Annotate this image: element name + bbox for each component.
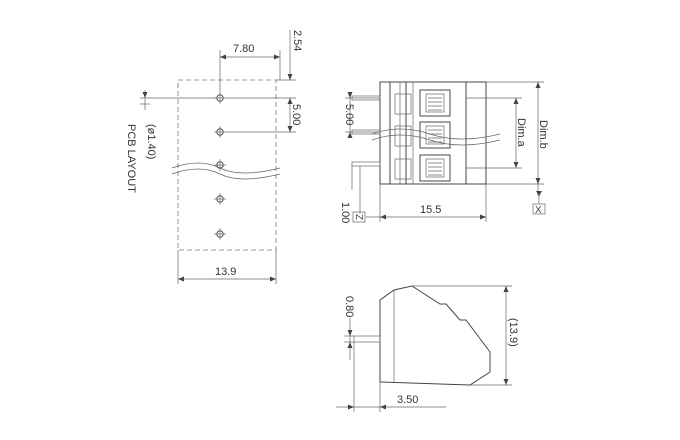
front-break-line xyxy=(371,128,501,140)
terminal-body xyxy=(379,81,487,185)
pcb-layout-title: PCB LAYOUT xyxy=(125,124,137,193)
datum-z-box xyxy=(352,211,366,223)
side-dim-pin-label: 0.80 xyxy=(343,296,355,317)
front-dim-depth-label: 15.5 xyxy=(420,204,441,216)
dim-pitch-label: 5.00 xyxy=(290,104,302,125)
side-view: 0.80 (13.9) 3.50 xyxy=(336,285,519,412)
dim-width-label: 13.9 xyxy=(215,266,236,278)
side-pin xyxy=(353,335,381,343)
front-dim-b-label: Dim.b xyxy=(537,120,549,149)
dim-offset-top-label: 2.54 xyxy=(291,30,303,51)
terminal-cell xyxy=(394,89,451,117)
dim-pitch-x-label: 7.80 xyxy=(233,43,254,55)
side-body-profile xyxy=(379,285,491,386)
front-view: 5.00 Dim.a Dim.b X 15.5 1.00 Z xyxy=(339,81,549,223)
side-dim-height-label: (13.9) xyxy=(507,318,519,347)
dim-hole-label: (ø1.40) xyxy=(145,124,157,159)
pcb-layout-view: 7.80 2.54 5.00 (ø1.40) PCB LAYOUT 13.9 xyxy=(125,30,303,284)
front-dim-a-label: Dim.a xyxy=(515,118,527,148)
pcb-break-line xyxy=(171,162,281,174)
terminal-cell xyxy=(394,154,451,182)
side-dim-pin-length-label: 3.50 xyxy=(397,394,418,406)
datum-z-label: Z xyxy=(353,214,364,220)
terminal-cell xyxy=(394,121,451,149)
datum-x-label: X xyxy=(535,205,542,216)
terminal-pins xyxy=(351,95,381,167)
pcb-outline xyxy=(177,79,277,251)
front-dim-pitch-label: 5.00 xyxy=(343,104,355,125)
front-dim-pin-offset-label: 1.00 xyxy=(339,202,351,223)
